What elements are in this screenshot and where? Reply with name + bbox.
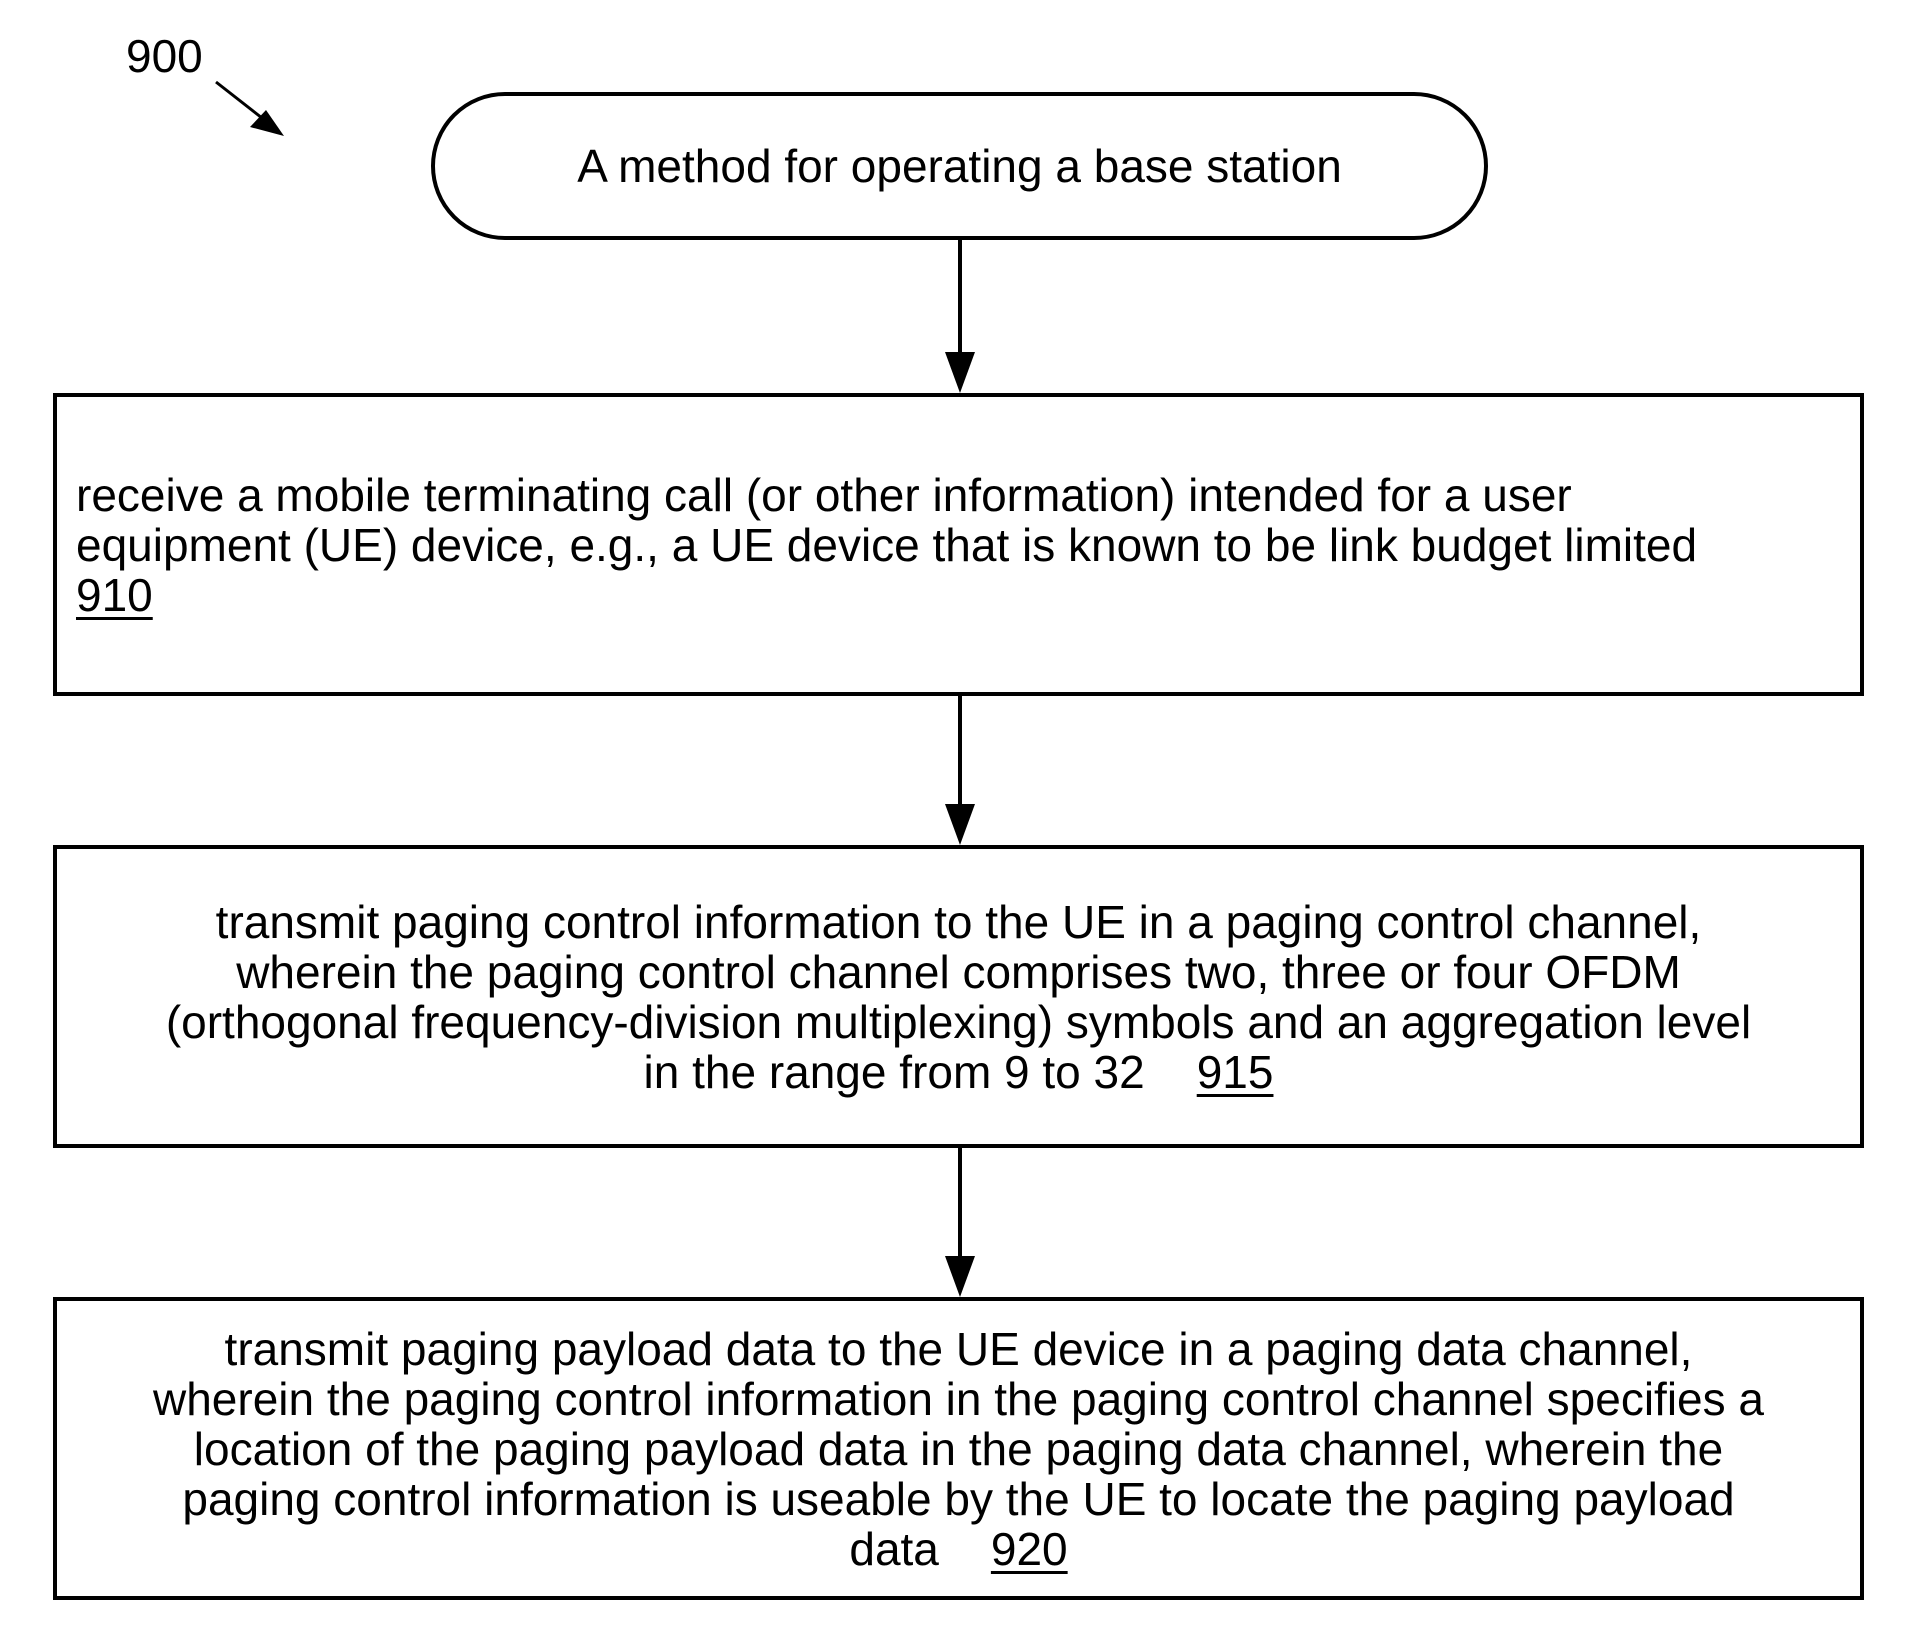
step-920-last-line: data 920 xyxy=(65,1524,1852,1574)
step-box-920: transmit paging payload data to the UE d… xyxy=(53,1297,1864,1600)
step-915-line: wherein the paging control channel compr… xyxy=(65,947,1852,997)
step-915-line: (orthogonal frequency-division multiplex… xyxy=(65,997,1852,1047)
reference-leader-arrow xyxy=(216,82,284,136)
step-box-915: transmit paging control information to t… xyxy=(53,845,1864,1148)
step-920-line: wherein the paging control information i… xyxy=(65,1374,1852,1424)
step-920-line: location of the paging payload data in t… xyxy=(65,1424,1852,1474)
step-920-line: transmit paging payload data to the UE d… xyxy=(65,1324,1852,1374)
step-910-line: equipment (UE) device, e.g., a UE device… xyxy=(76,520,1850,570)
flow-arrow-915-to-920 xyxy=(945,1148,975,1297)
step-915-reference-number: 915 xyxy=(1197,1046,1274,1098)
start-terminal: A method for operating a base station xyxy=(431,92,1488,240)
step-920-last-line-text: data xyxy=(849,1523,939,1575)
start-terminal-text: A method for operating a base station xyxy=(577,140,1342,192)
step-text-910: receive a mobile terminating call (or ot… xyxy=(57,470,1860,620)
step-920-line: paging control information is useable by… xyxy=(65,1474,1852,1524)
step-915-last-line-text: in the range from 9 to 32 xyxy=(644,1046,1145,1098)
flow-arrow-910-to-915 xyxy=(945,696,975,845)
flow-arrow-start-to-910 xyxy=(945,240,975,393)
step-box-910: receive a mobile terminating call (or ot… xyxy=(53,393,1864,696)
step-920-reference-number: 920 xyxy=(991,1523,1068,1575)
step-text-915: transmit paging control information to t… xyxy=(57,897,1860,1097)
step-910-line: receive a mobile terminating call (or ot… xyxy=(76,470,1850,520)
step-910-reference-number: 910 xyxy=(76,569,153,621)
step-910-last-line: 910 xyxy=(76,570,1850,620)
step-915-line: transmit paging control information to t… xyxy=(65,897,1852,947)
step-text-920: transmit paging payload data to the UE d… xyxy=(57,1324,1860,1574)
step-915-last-line: in the range from 9 to 32 915 xyxy=(65,1047,1852,1097)
